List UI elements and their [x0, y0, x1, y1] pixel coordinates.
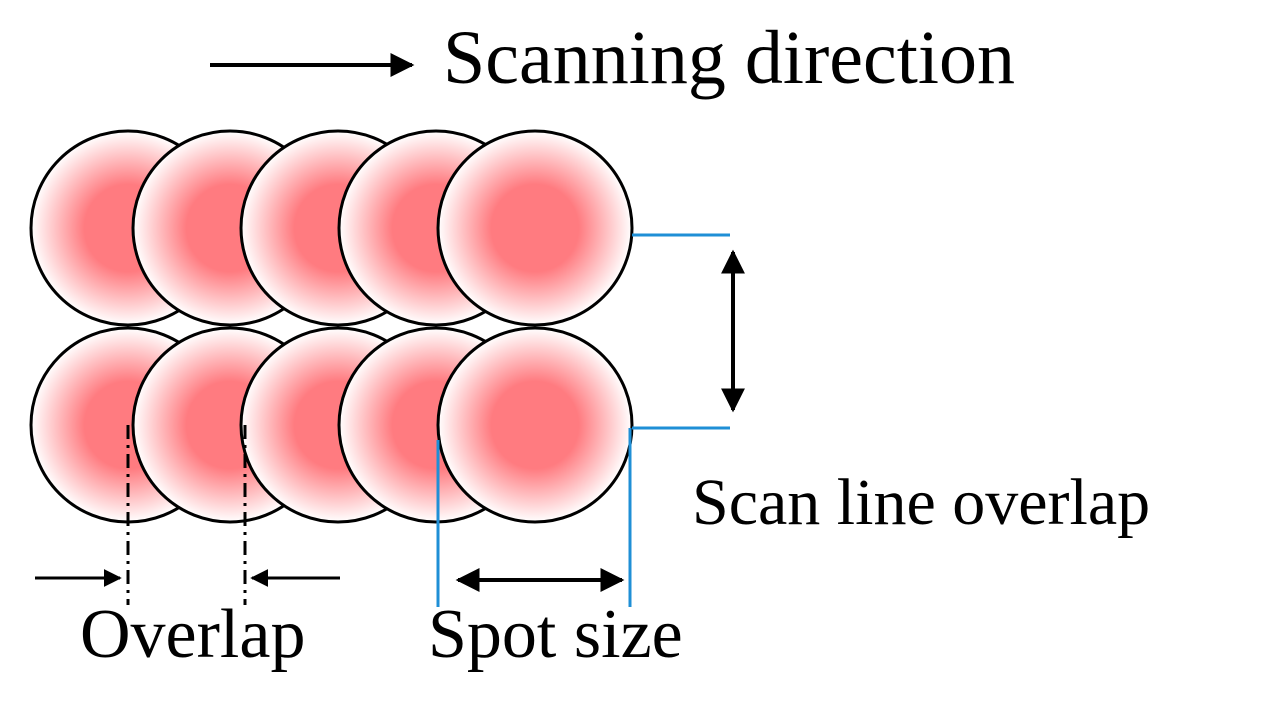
spot-size-label: Spot size [428, 596, 683, 673]
spot-row-bottom [29, 326, 634, 524]
overlap-label: Overlap [80, 596, 306, 673]
laser-spot [436, 129, 634, 327]
scanning-direction-label: Scanning direction [443, 16, 1015, 100]
spot-row-top [29, 129, 634, 327]
laser-spot [436, 326, 634, 524]
scan-line-overlap-label: Scan line overlap [692, 466, 1151, 539]
